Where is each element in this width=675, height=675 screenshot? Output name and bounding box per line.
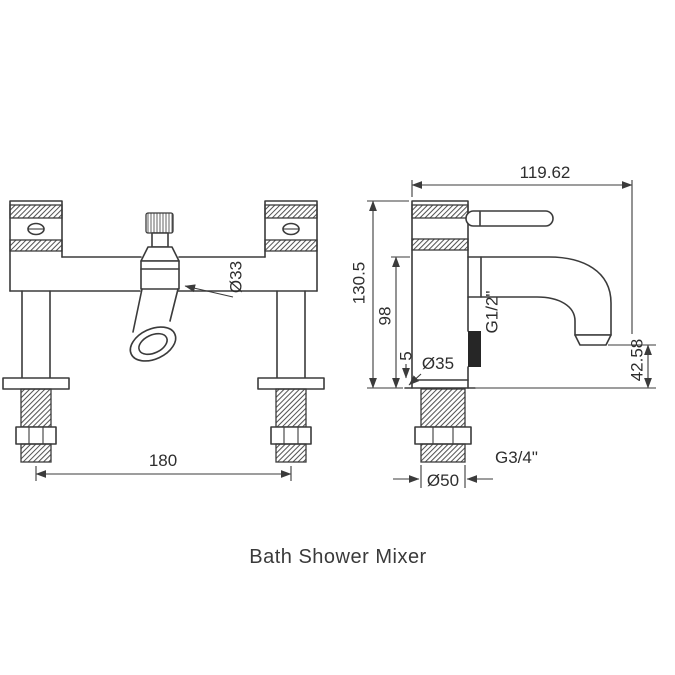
diverter-stem [151,232,169,248]
left-valve-column [9,200,63,292]
dimension-base-diameter: Ø50 [393,465,493,490]
knurl-band [264,239,318,252]
dim-180-label: 180 [149,451,177,470]
lever-handle [465,210,554,227]
base-flange [257,377,325,390]
diverter-body [140,260,180,290]
dimension-tap-centers: 180 [35,451,292,481]
dimension-spout-drop: 42.58 [475,339,656,389]
dim-119-62-label: 119.62 [520,163,571,182]
mounting-nut [15,426,57,445]
front-view: Ø33 180 [2,200,325,481]
shower-outlet-thread-label: G1/2" [483,291,502,334]
tap-body [404,200,476,389]
dim-diameter-50-label: Ø50 [427,471,459,490]
spout [467,256,612,346]
base-flange [2,377,70,390]
right-valve-column [264,200,318,292]
dimension-body-diameter: Ø35 [408,354,454,386]
threaded-tail [414,388,472,463]
dim-42-58-label: 42.58 [628,339,647,382]
mounting-nut [414,426,472,445]
inlet-thread-label: G3/4" [495,448,538,467]
side-view: 119.62 130.5 98 5 Ø35 G1/2" 42 [350,163,656,490]
aerator-outlet [574,334,612,346]
dim-98-label: 98 [376,307,395,326]
left-threaded-tail [15,388,57,463]
knurl-band [411,204,469,219]
shower-hose-connector [468,331,481,367]
dimension-spout-height: 98 [376,256,410,389]
dimension-base-offset: 5 [397,351,416,379]
diverter-knob [145,212,174,234]
diverter-assembly [129,212,180,362]
knurl-band [9,239,63,252]
dim-130-5-label: 130.5 [350,262,369,305]
knurl-band [411,238,469,251]
right-threaded-tail [270,388,312,463]
dim-diameter-33-label: Ø33 [227,261,246,293]
dimension-spout-reach: 119.62 [411,163,633,334]
knurl-band [9,204,63,219]
dim-diameter-35-label: Ø35 [422,354,454,373]
mounting-nut [270,426,312,445]
dimension-diverter-diameter: Ø33 [184,261,246,298]
dim-5-label: 5 [397,351,416,360]
knurl-band [264,204,318,219]
drawing-caption: Bath Shower Mixer [249,546,426,568]
